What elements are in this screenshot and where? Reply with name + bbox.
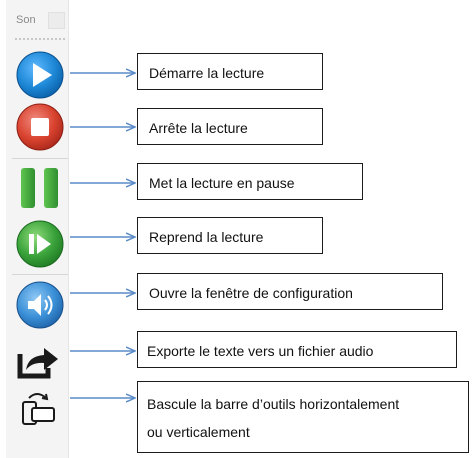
stop-icon[interactable] — [15, 102, 65, 152]
toolbar-separator — [12, 158, 68, 159]
callout-stop-text: Arrête la lecture — [149, 120, 248, 136]
callout-play: Démarre la lecture — [137, 53, 323, 90]
callout-config: Ouvre la fenêtre de configuration — [137, 273, 443, 310]
callout-export-text: Exporte le texte vers un fichier audio — [147, 343, 374, 359]
toolbar-title: Son — [16, 14, 36, 26]
callout-pause: Met la lecture en pause — [137, 163, 363, 200]
export-icon[interactable] — [16, 340, 62, 380]
toolbar-close-button[interactable] — [48, 12, 65, 29]
callout-stop: Arrête la lecture — [137, 108, 323, 145]
callout-resume-text: Reprend la lecture — [149, 229, 264, 245]
speaker-settings-icon[interactable] — [15, 280, 65, 330]
vertical-toolbar: Son — [6, 0, 69, 458]
callout-export: Exporte le texte vers un fichier audio — [137, 331, 457, 368]
resume-icon[interactable] — [15, 219, 65, 269]
callout-toggle: Bascule la barre d’outils horizontalemen… — [137, 381, 469, 453]
callout-resume: Reprend la lecture — [137, 217, 323, 254]
callout-play-text: Démarre la lecture — [149, 65, 265, 81]
orientation-toggle-icon[interactable] — [19, 388, 59, 428]
callout-pause-text: Met la lecture en pause — [149, 175, 295, 191]
toolbar-grip[interactable] — [15, 38, 65, 40]
toolbar-separator — [12, 274, 68, 275]
callout-config-text: Ouvre la fenêtre de configuration — [149, 285, 353, 301]
callout-toggle-text-line1: Bascule la barre d’outils horizontalemen… — [147, 396, 400, 412]
play-icon[interactable] — [15, 50, 65, 100]
callout-toggle-text-line2: ou verticalement — [147, 424, 250, 440]
pause-icon[interactable] — [15, 163, 65, 213]
